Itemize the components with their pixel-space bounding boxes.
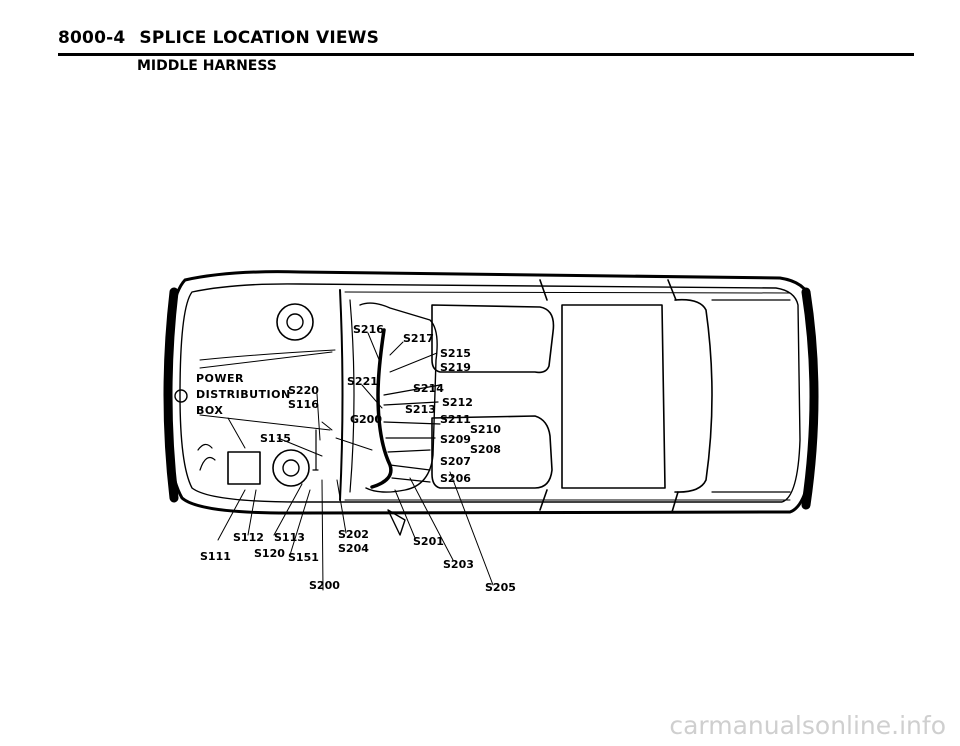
splice-s120: S120 xyxy=(254,547,285,560)
page-title: SPLICE LOCATION VIEWS xyxy=(139,28,380,48)
strut-tower-upper xyxy=(276,303,314,341)
splice-s206: S206 xyxy=(440,472,471,485)
splice-s220: S220 xyxy=(288,384,319,397)
watermark: carmanualsonline.info xyxy=(669,711,946,740)
power-box-label-1: POWER xyxy=(196,372,244,385)
splice-s204: S204 xyxy=(338,542,369,555)
splice-s215: S215 xyxy=(440,347,471,360)
page-header: 8000-4 SPLICE LOCATION VIEWS xyxy=(58,28,379,48)
splice-s211: S211 xyxy=(440,413,471,426)
dash-curve xyxy=(359,302,438,493)
windshield-inner xyxy=(349,299,355,493)
strut-tower-lower xyxy=(272,449,310,487)
page-subtitle: MIDDLE HARNESS xyxy=(137,58,277,74)
section-code: 8000-4 xyxy=(58,28,126,48)
splice-g200: G200 xyxy=(350,413,382,426)
front-seat-upper xyxy=(431,304,555,374)
rear-bumper xyxy=(801,287,819,510)
splice-s112: S112 xyxy=(233,531,264,544)
splice-s212: S212 xyxy=(442,396,473,409)
power-distribution-box xyxy=(227,451,261,485)
splice-s221: S221 xyxy=(347,375,378,388)
splice-s113: S113 xyxy=(274,531,305,544)
splice-s208: S208 xyxy=(470,443,501,456)
splice-s214: S214 xyxy=(413,382,444,395)
splice-s151: S151 xyxy=(288,551,319,564)
splice-s216: S216 xyxy=(353,323,384,336)
splice-s203: S203 xyxy=(443,558,474,571)
power-box-label-2: DISTRIBUTION xyxy=(196,388,291,401)
splice-s115: S115 xyxy=(260,432,291,445)
power-box-label-3: BOX xyxy=(196,404,223,417)
splice-s209: S209 xyxy=(440,433,471,446)
rear-seat xyxy=(561,304,666,489)
harness-main xyxy=(370,328,393,489)
splice-s205: S205 xyxy=(485,581,516,594)
header-rule xyxy=(58,53,914,56)
front-seat-lower xyxy=(431,415,553,489)
splice-s201: S201 xyxy=(413,535,444,548)
splice-s219: S219 xyxy=(440,361,471,374)
windshield xyxy=(339,289,344,501)
splice-s213: S213 xyxy=(405,403,436,416)
car-body-inner xyxy=(179,283,801,503)
splice-s111: S111 xyxy=(200,550,231,563)
splice-s116: S116 xyxy=(288,398,319,411)
splice-s200: S200 xyxy=(309,579,340,592)
splice-s207: S207 xyxy=(440,455,471,468)
splice-s202: S202 xyxy=(338,528,369,541)
splice-s217: S217 xyxy=(403,332,434,345)
rear-window xyxy=(674,298,713,493)
front-bumper xyxy=(163,287,179,503)
splice-s210: S210 xyxy=(470,423,501,436)
